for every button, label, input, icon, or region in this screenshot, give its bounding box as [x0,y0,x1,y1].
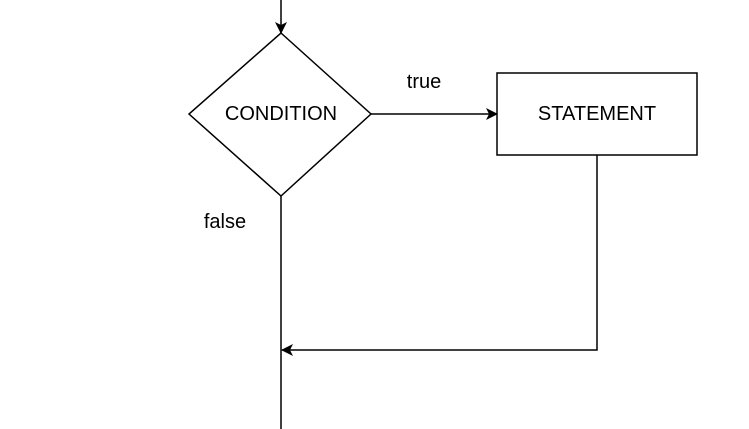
condition-label: CONDITION [225,103,337,125]
statement-box [496,72,698,156]
statement-label: STATEMENT [538,103,656,125]
loop-back-arrow [281,155,598,356]
true-edge-label: true [407,71,441,93]
false-edge-label: false [204,211,246,233]
